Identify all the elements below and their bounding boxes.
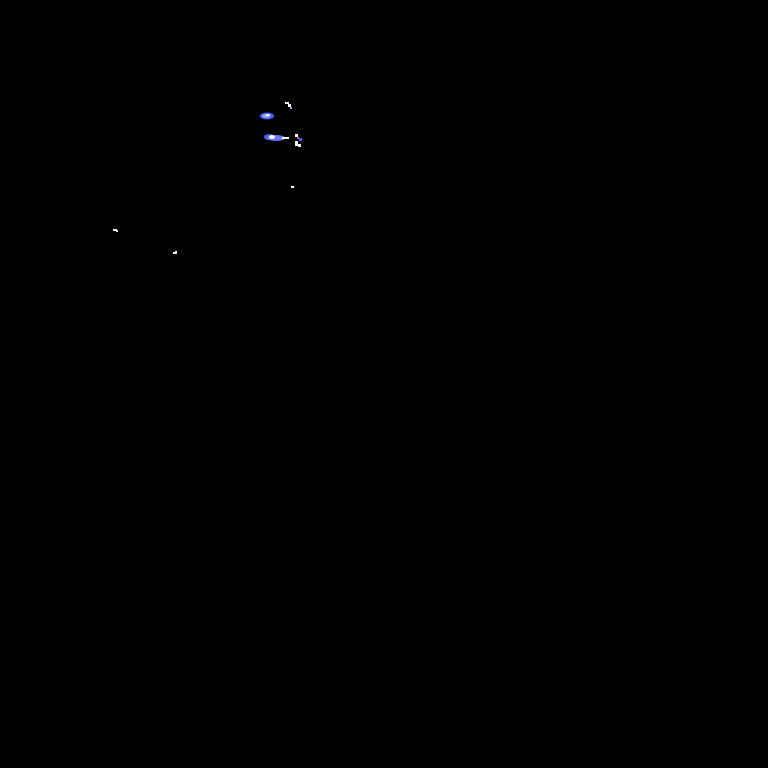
speck-cluster-b (285, 102, 292, 109)
speck-dot-g (173, 252, 177, 254)
speck-dot-e (291, 186, 294, 188)
speck-cluster-c (264, 134, 289, 141)
speck-cluster-d (295, 134, 302, 147)
speck-dot-f (113, 229, 117, 231)
speck-dot-g2 (175, 251, 177, 252)
speck-dot-f2 (116, 230, 118, 232)
speck-cluster-a (260, 112, 274, 120)
